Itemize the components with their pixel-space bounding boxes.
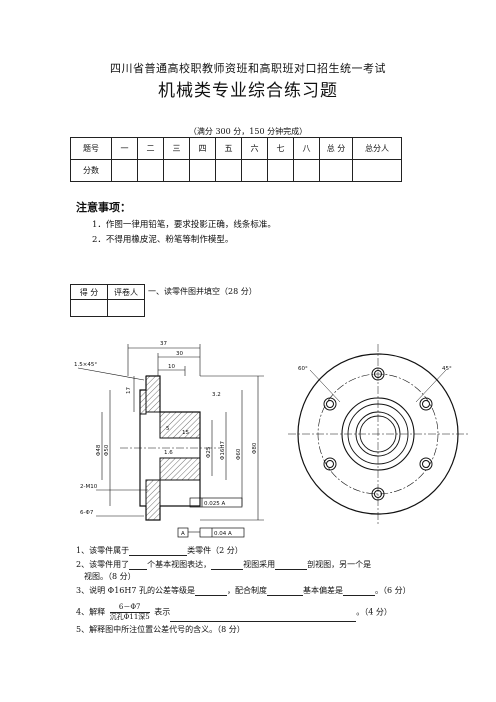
dim-17: 17 [126, 387, 132, 394]
notice-title: 注意事项： [76, 201, 131, 214]
question-5: 5、解释图中所注位置公差代号的含义。（8 分） [76, 625, 245, 634]
dim-phi48: Φ48 [96, 444, 102, 456]
tolerance-1: 0.025 A [204, 501, 225, 507]
score-cell: 二 [137, 137, 164, 160]
section-1-title: 一、读零件图并填空（28 分） [148, 287, 257, 296]
dim-30: 30 [176, 351, 183, 357]
dim-15: 15 [182, 430, 189, 436]
angle-label-2: 45° [442, 366, 452, 372]
dim-phi80: Φ80 [252, 442, 258, 454]
grade-box: 得 分 评卷人 [70, 284, 145, 317]
notice-item-1: 1．作图一律用铅笔，要求投影正确，线条标准。 [92, 220, 276, 230]
score-cell: 六 [241, 137, 268, 160]
score-cell: 四 [189, 137, 216, 160]
score-cell: 总分人 [352, 137, 402, 160]
dim-10: 10 [168, 364, 175, 370]
dim-phi60: Φ60 [236, 448, 242, 460]
grade-score-input[interactable] [70, 299, 108, 317]
exam-title: 机械类专业综合练习题 [158, 81, 338, 101]
dim-chamfer: 1.5×45° [74, 362, 97, 368]
dim-phi16: Φ16H7 [220, 441, 226, 460]
score-input-cell[interactable] [352, 159, 402, 182]
thread-label: 2-M10 [80, 484, 98, 490]
score-cell: 五 [215, 137, 242, 160]
full-marks-note: （满分 300 分，150 分钟完成） [188, 127, 308, 136]
dim-phi25: Φ25 [206, 446, 212, 458]
score-input-cell[interactable] [319, 159, 353, 182]
score-cell: 三 [163, 137, 190, 160]
roughness-2: 1.6 [164, 450, 173, 456]
question-2: 2、该零件用了个基本视图表达，视图采用剖视图，另一个是 [76, 560, 372, 570]
section-view-labels: 37 30 10 17 1.5×45° Φ50 Φ48 Φ25 Φ16H7 Φ6… [74, 341, 258, 537]
section-view [77, 344, 264, 538]
grade-score-label: 得 分 [70, 284, 108, 300]
answer-blank[interactable] [129, 560, 148, 570]
grade-grader-input[interactable] [107, 299, 145, 317]
tolerance-2: 0.04 A [214, 531, 232, 537]
score-cell: 题号 [70, 137, 112, 160]
question-4: 4、解释 6－Φ7 沉孔Φ11深5 表示。（4 分） [76, 603, 392, 622]
dim-5: 5 [166, 426, 170, 432]
hole-label: 6-Φ7 [80, 510, 94, 516]
hole-callout-bottom: 沉孔Φ11深5 [109, 612, 150, 621]
score-cell: 八 [293, 137, 320, 160]
dim-phi50: Φ50 [104, 444, 110, 456]
question-1: 1、该零件属于类零件（2 分） [76, 546, 243, 556]
answer-blank[interactable] [275, 560, 308, 570]
question-2-cont: 视图。（8 分） [84, 572, 136, 581]
grade-grader-label: 评卷人 [107, 284, 145, 300]
dim-37: 37 [160, 341, 167, 347]
score-table-header-row: 题号 一 二 三 四 五 六 七 八 总 分 总分人 [70, 137, 402, 160]
score-cell: 一 [111, 137, 138, 160]
score-input-cell[interactable] [241, 159, 268, 182]
score-input-cell[interactable] [189, 159, 216, 182]
score-input-cell[interactable] [215, 159, 242, 182]
answer-blank[interactable] [129, 546, 188, 556]
question-3: 3、说明 Φ16H7 孔的公差等级是，配合制度基本偏差是。（6 分） [76, 586, 411, 596]
score-cell: 七 [267, 137, 294, 160]
score-input-cell[interactable] [137, 159, 164, 182]
score-table-values-row: 分数 [70, 159, 402, 182]
answer-blank[interactable] [266, 586, 303, 596]
answer-blank[interactable] [194, 586, 227, 596]
datum-label: A [181, 531, 185, 537]
roughness-1: 3.2 [212, 392, 221, 398]
answer-blank[interactable] [211, 560, 244, 570]
score-input-cell[interactable] [163, 159, 190, 182]
score-cell: 总 分 [319, 137, 353, 160]
score-input-cell[interactable] [293, 159, 320, 182]
angle-label: 60° [298, 366, 308, 372]
score-table: 题号 一 二 三 四 五 六 七 八 总 分 总分人 分数 [70, 137, 402, 182]
score-input-cell[interactable] [111, 159, 138, 182]
answer-blank[interactable] [342, 586, 375, 596]
notice-item-2: 2．不得用橡皮泥、粉笔等制作模型。 [92, 235, 234, 245]
answer-blank[interactable] [170, 612, 357, 622]
score-input-cell[interactable] [267, 159, 294, 182]
score-cell: 分数 [70, 159, 112, 182]
part-drawing: 37 30 10 17 1.5×45° Φ50 Φ48 Φ25 Φ16H7 Φ6… [74, 341, 468, 538]
hole-callout-top: 6－Φ7 [118, 603, 141, 611]
front-view [288, 344, 468, 524]
exam-header-line1: 四川省普通高校职教师资班和高职班对口招生统一考试 [110, 62, 386, 75]
